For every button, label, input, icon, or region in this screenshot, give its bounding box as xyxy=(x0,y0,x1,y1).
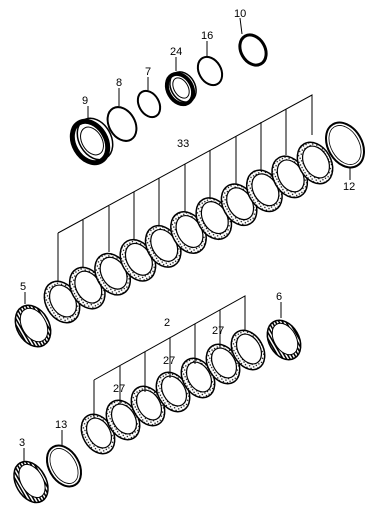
snap-ring-13 xyxy=(45,444,83,488)
callout-27-top: 27 xyxy=(212,325,224,337)
callout-9: 9 xyxy=(82,95,88,107)
clutch-disc-27 xyxy=(155,371,191,413)
callout-27-left: 27 xyxy=(113,383,125,395)
piston-9 xyxy=(69,117,114,166)
callout-13: 13 xyxy=(55,419,67,431)
pressure-plate-5 xyxy=(14,304,52,348)
snap-ring-7 xyxy=(136,89,162,119)
callout-7: 7 xyxy=(145,66,151,78)
retaining-ring-12 xyxy=(325,121,365,169)
callout-2: 2 xyxy=(164,317,170,329)
ring-8 xyxy=(106,106,138,142)
bracket-33 xyxy=(57,94,313,282)
callout-27-middle: 27 xyxy=(163,355,175,367)
pressure-plate-6 xyxy=(266,319,302,361)
clutch-disc-27 xyxy=(205,343,241,385)
clutch-disc-27 xyxy=(130,385,166,427)
bearing-24 xyxy=(164,71,197,107)
bracket-2 xyxy=(93,295,246,418)
callout-24: 24 xyxy=(170,46,182,58)
callout-5: 5 xyxy=(20,281,26,293)
callout-6: 6 xyxy=(276,291,282,303)
callout-3: 3 xyxy=(19,437,25,449)
leader-10 xyxy=(239,17,243,35)
callout-8: 8 xyxy=(116,77,122,89)
clutch-disc-27 xyxy=(105,399,141,441)
clutch-disc-27 xyxy=(230,329,266,371)
ring-16 xyxy=(196,55,224,87)
lower-clutch-pack xyxy=(80,329,266,455)
callout-12: 12 xyxy=(343,181,355,193)
snap-ring-10 xyxy=(238,33,268,67)
callout-16: 16 xyxy=(201,30,213,42)
upper-clutch-pack xyxy=(43,141,334,324)
callout-10: 10 xyxy=(234,8,246,20)
pressure-plate-3 xyxy=(13,460,49,504)
clutch-disc-33 xyxy=(296,141,334,185)
callout-33: 33 xyxy=(177,138,189,150)
